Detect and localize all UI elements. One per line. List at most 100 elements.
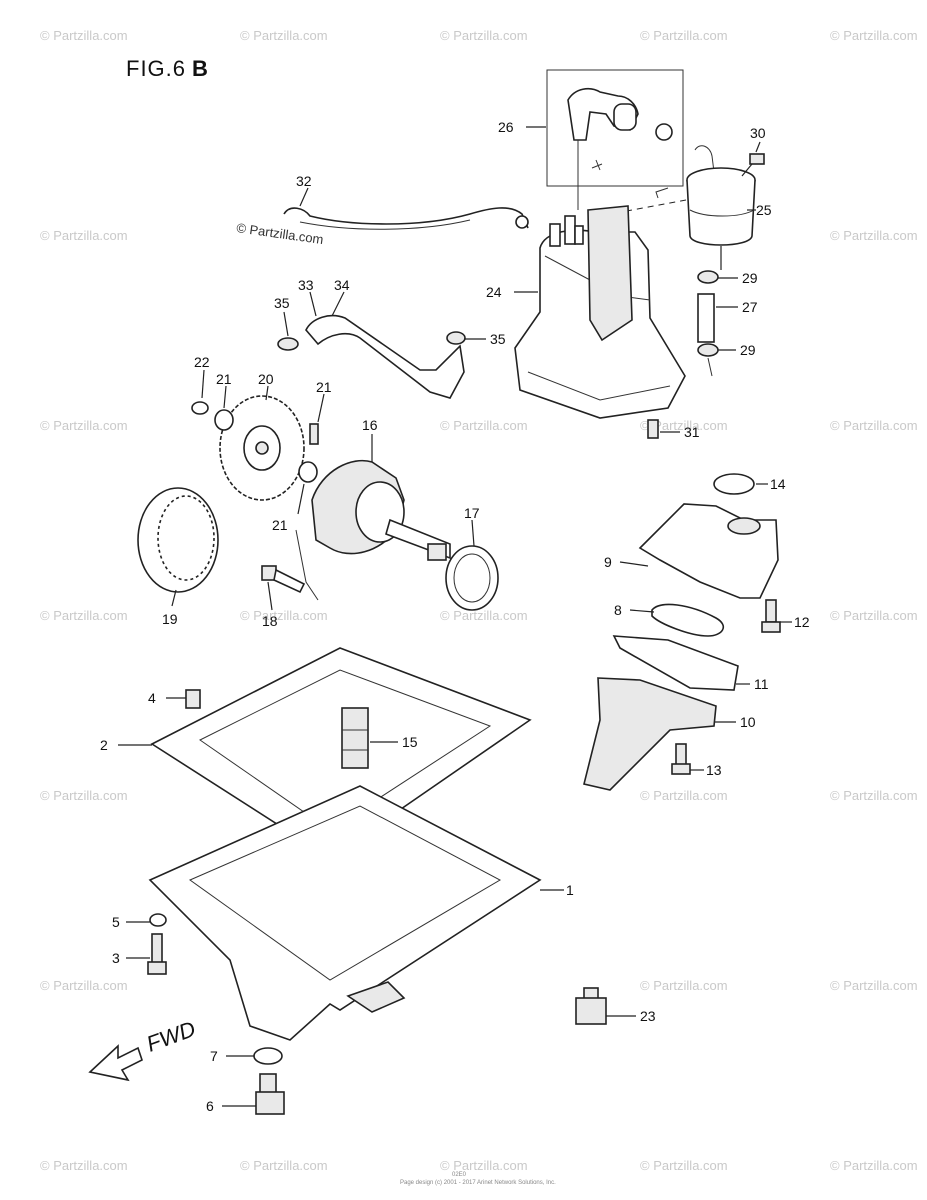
callout-21b: 21 xyxy=(272,517,288,533)
part-28-hose xyxy=(697,293,715,343)
watermark: © Partzilla.com xyxy=(40,608,128,623)
callout-21a: 21 xyxy=(216,371,232,387)
callout-12: 12 xyxy=(794,614,810,630)
watermark: © Partzilla.com xyxy=(830,418,918,433)
callout-26: 25 xyxy=(756,202,772,218)
callout-6: 6 xyxy=(206,1098,214,1114)
watermark: © Partzilla.com xyxy=(830,608,918,623)
footer-copyright: Page design (c) 2001 - 2017 Arinet Netwo… xyxy=(400,1180,556,1186)
part-22-pin xyxy=(309,423,319,445)
part-18-bolt xyxy=(261,529,319,601)
callout-17: 17 xyxy=(464,505,480,521)
leader-lines xyxy=(118,126,792,1107)
part-31-bolt xyxy=(647,419,659,439)
watermark: © Partzilla.com xyxy=(640,978,728,993)
watermark: © Partzilla.com xyxy=(240,608,328,623)
part-34-breather-hose xyxy=(305,314,465,399)
watermark: © Partzilla.com xyxy=(40,1158,128,1173)
callout-14: 14 xyxy=(770,476,786,492)
callout-3: 3 xyxy=(112,950,120,966)
callout-35b: 35 xyxy=(490,331,506,347)
part-14-o-ring xyxy=(713,473,755,495)
part-32-wire-harness xyxy=(283,207,529,230)
watermark: © Partzilla.com xyxy=(830,1158,918,1173)
part-19-ring xyxy=(137,487,219,593)
part-29-clamp xyxy=(697,270,719,377)
part-12-bolt xyxy=(761,599,781,633)
footer-code: 02E0 xyxy=(452,1172,467,1178)
callout-27: 26 xyxy=(498,119,514,135)
part-3-bolt xyxy=(147,933,167,975)
callout-5: 5 xyxy=(112,914,120,930)
watermark: © Partzilla.com xyxy=(640,788,728,803)
part-16-oil-pump xyxy=(311,459,451,561)
watermark: © Partzilla.com xyxy=(40,228,128,243)
part-35-clamp xyxy=(277,331,466,351)
watermark: © Partzilla.com xyxy=(440,418,528,433)
watermark: © Partzilla.com xyxy=(440,1158,528,1173)
callout-29b: 29 xyxy=(740,342,756,358)
callout-18: 18 xyxy=(262,613,278,629)
part-5-washer xyxy=(149,913,167,927)
part-6-drain-plug xyxy=(255,1073,285,1115)
part-1-oil-pan xyxy=(148,785,542,1041)
callout-28: 27 xyxy=(742,299,758,315)
watermark: © Partzilla.com xyxy=(440,28,528,43)
part-25-fuel-pump xyxy=(514,205,686,419)
callout-34: 34 xyxy=(334,277,350,293)
part-23-circlip xyxy=(191,401,209,415)
part-27-fuel-valve xyxy=(546,69,684,210)
part-30-bolt xyxy=(741,153,765,177)
watermark: © Partzilla.com xyxy=(640,418,728,433)
part-4-dowel xyxy=(185,689,201,709)
callout-15: 15 xyxy=(402,734,418,750)
callout-24: 23 xyxy=(640,1008,656,1024)
part-21-washer xyxy=(214,409,318,483)
fwd-label: FWD xyxy=(143,1016,199,1057)
watermark: © Partzilla.com xyxy=(830,228,918,243)
callout-30: 30 xyxy=(750,125,766,141)
part-24-oil-sensor xyxy=(575,987,607,1025)
callout-13: 13 xyxy=(706,762,722,778)
part-2-oil-pan-gasket xyxy=(150,647,532,859)
callout-23: 22 xyxy=(194,354,210,370)
watermark: © Partzilla.com xyxy=(240,28,328,43)
callout-2: 2 xyxy=(100,737,108,753)
watermark-grid: © Partzilla.com © Partzilla.com © Partzi… xyxy=(40,28,918,1173)
callout-19: 19 xyxy=(162,611,178,627)
callout-31: 31 xyxy=(684,424,700,440)
part-8-gasket xyxy=(651,603,725,637)
watermark: © Partzilla.com xyxy=(40,418,128,433)
watermark: © Partzilla.com xyxy=(830,978,918,993)
callout-1: 1 xyxy=(566,882,574,898)
fwd-indicator: FWD xyxy=(88,1016,199,1082)
part-11-gasket xyxy=(612,635,739,691)
part-17-o-ring xyxy=(445,545,499,611)
watermark: © Partzilla.com xyxy=(830,788,918,803)
callout-11: 11 xyxy=(754,676,769,692)
watermark: © Partzilla.com xyxy=(640,1158,728,1173)
watermark: © Partzilla.com xyxy=(40,978,128,993)
part-7-washer xyxy=(253,1047,283,1065)
callout-32: 32 xyxy=(296,173,312,189)
callout-22: 21 xyxy=(316,379,332,395)
callout-25: 24 xyxy=(486,284,502,300)
part-15-oil-fitting xyxy=(341,707,369,769)
callout-20: 20 xyxy=(258,371,274,387)
watermark: © Partzilla.com xyxy=(830,28,918,43)
callout-33: 33 xyxy=(298,277,314,293)
footer: 02E0 Page design (c) 2001 - 2017 Arinet … xyxy=(400,1172,556,1186)
watermark: © Partzilla.com xyxy=(640,28,728,43)
callout-29a: 29 xyxy=(742,270,758,286)
callout-9: 9 xyxy=(604,554,612,570)
watermark: © Partzilla.com xyxy=(40,788,128,803)
watermark: © Partzilla.com xyxy=(440,608,528,623)
part-10-oil-strainer xyxy=(583,677,717,791)
callout-16: 16 xyxy=(362,417,378,433)
watermark: © Partzilla.com xyxy=(240,1158,328,1173)
part-13-bolt xyxy=(671,743,691,775)
part-20-sprocket xyxy=(219,395,305,501)
callout-4: 4 xyxy=(148,690,156,706)
